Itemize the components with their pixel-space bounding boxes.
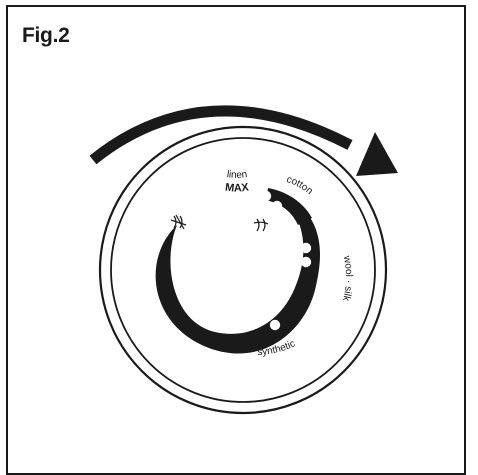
rotation-arrow-head	[356, 132, 398, 176]
steam-off-icon	[170, 214, 187, 230]
cotton-dot	[281, 212, 293, 224]
figure-frame	[6, 5, 466, 475]
steam-icon	[253, 218, 269, 232]
cotton-dot	[260, 190, 272, 202]
rotation-arrow	[89, 105, 353, 165]
wool-silk-dot	[300, 256, 312, 268]
label-max: MAX	[224, 181, 250, 194]
dial-outer-ring	[98, 125, 388, 415]
label-linen: linen	[226, 169, 248, 181]
cotton-dot	[271, 200, 283, 212]
label-wool-silk: wool · silk	[340, 254, 354, 303]
wool-silk-dot	[300, 242, 312, 254]
dial-inner-ring	[110, 137, 376, 403]
figure-label: Fig.2	[22, 24, 70, 47]
temperature-band-top	[266, 188, 312, 225]
temperature-band	[155, 200, 320, 354]
synthetic-dot	[269, 319, 281, 331]
label-cotton: cotton	[285, 174, 315, 197]
